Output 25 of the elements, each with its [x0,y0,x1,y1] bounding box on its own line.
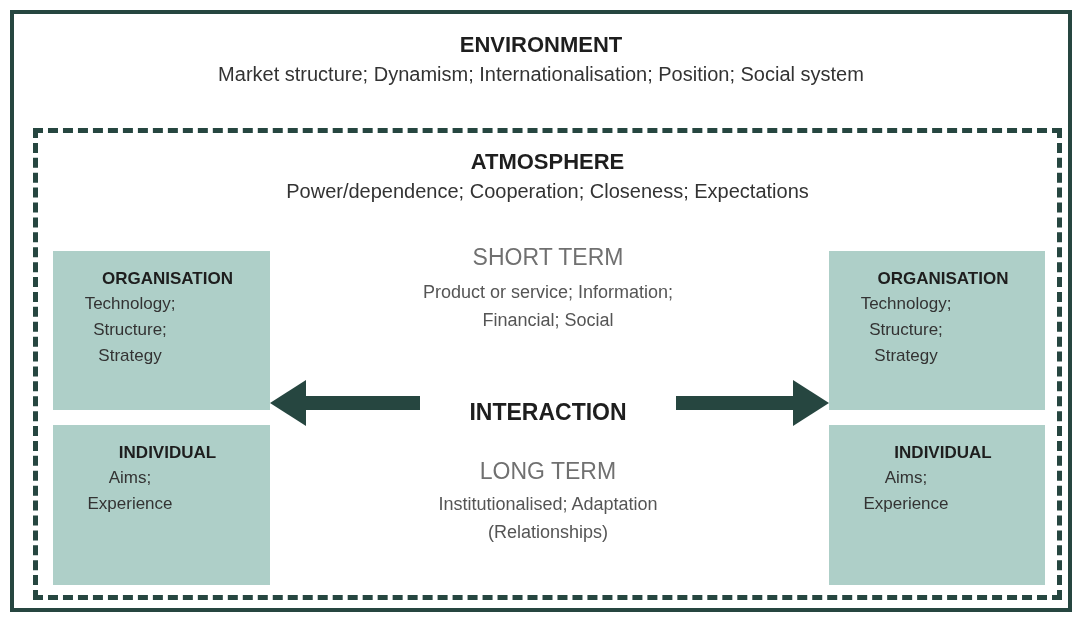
center-title: INTERACTION [469,398,627,426]
section-heading: LONG TERM [478,457,618,486]
card-title: ORGANISATION [877,268,1009,290]
info-card [53,251,270,410]
section-text: Product or service; Information; Financial; Social [421,281,675,332]
frame-title: ATMOSPHERE [470,149,625,174]
card-title: INDIVIDUAL [894,442,992,464]
card-title: ORGANISATION [102,268,233,290]
card-text: Aims; Experience [86,467,174,515]
card-text: Aims; Experience [862,467,950,515]
dashed-frame [33,128,1062,600]
frame-description: Power/dependence; Cooperation; Closeness; Expectations [286,179,809,204]
card-text: Technology; Structure; Strategy [859,293,953,367]
card-title: INDIVIDUAL [118,442,217,464]
info-card [53,425,270,585]
info-card [829,425,1045,585]
environment-frame [10,10,1072,612]
section-heading: SHORT TERM [471,243,625,272]
frame-description: Market structure; Dynamism; Internationalisation; Position; Social system [218,62,864,87]
arrow [676,380,829,426]
frame-title: ENVIRONMENT [459,32,623,57]
section-text: Institutionalised; Adaptation (Relationships) [437,493,659,544]
info-card [829,251,1045,410]
arrow [270,380,420,426]
card-text: Technology; Structure; Strategy [83,293,177,367]
